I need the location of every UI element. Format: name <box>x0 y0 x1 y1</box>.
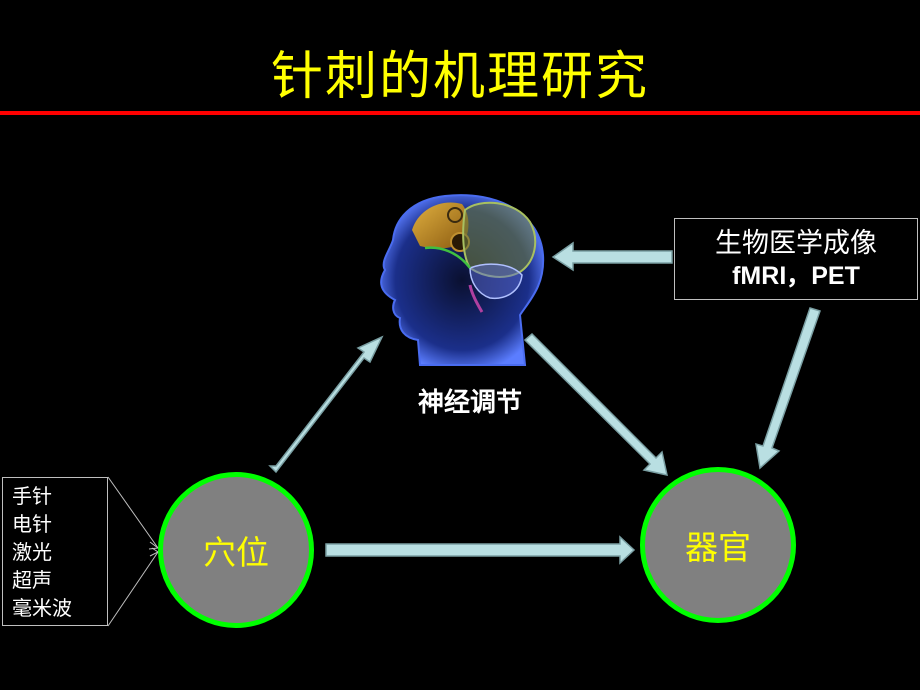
stimulation-methods-box: 手针 电针 激光 超声 毫米波 <box>2 477 108 626</box>
title-divider <box>0 111 920 115</box>
slide-title: 针刺的机理研究 <box>270 47 649 107</box>
arrows <box>268 241 821 565</box>
arrow-acupoint-to-organ <box>325 535 636 565</box>
method-item: 毫米波 <box>12 596 72 620</box>
neural-regulation-label: 神经调节 <box>417 388 522 418</box>
acupoint-label: 穴位 <box>203 533 269 572</box>
organ-label: 器官 <box>685 528 751 567</box>
method-item: 电针 <box>12 512 52 536</box>
arrow-imaging-to-brain <box>551 241 673 272</box>
method-item: 激光 <box>12 540 52 564</box>
arrow-brain-to-organ <box>523 332 668 476</box>
brain-head-icon <box>380 194 545 366</box>
arrow-acupoint-to-brain <box>268 335 384 474</box>
imaging-box-title: 生物医学成像 <box>715 228 877 259</box>
methods-connector <box>107 476 160 627</box>
organ-node: 器官 <box>640 467 796 623</box>
method-item: 手针 <box>12 484 52 508</box>
arrow-imaging-to-organ <box>755 307 821 470</box>
method-item: 超声 <box>12 568 52 592</box>
biomedical-imaging-box: 生物医学成像 fMRI，PET <box>674 218 918 300</box>
imaging-box-methods: fMRI，PET <box>732 262 860 290</box>
acupoint-node: 穴位 <box>158 472 314 628</box>
